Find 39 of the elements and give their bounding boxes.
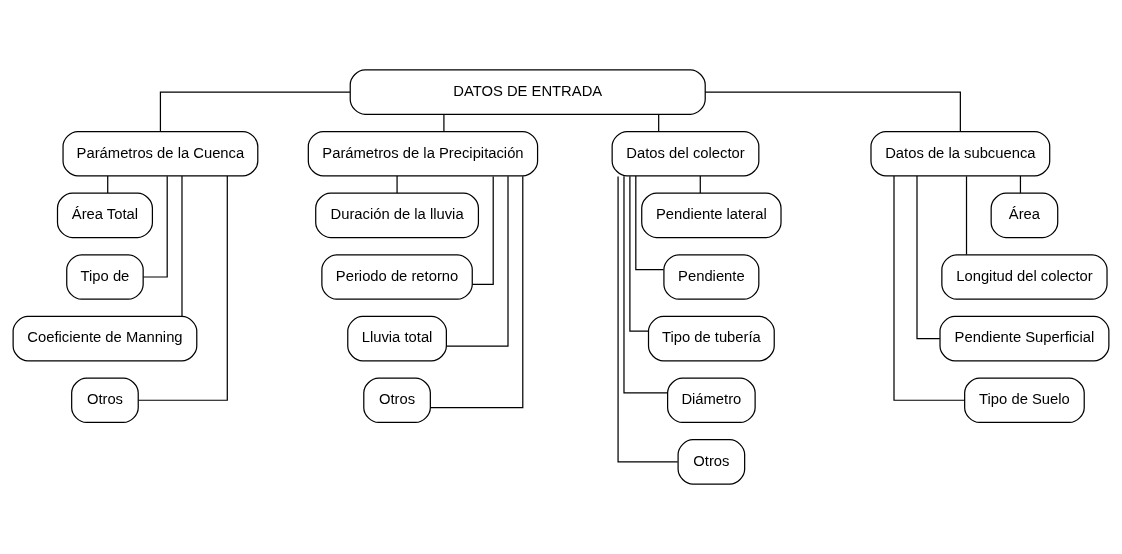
connector [965,175,968,256]
node-box: Duración de la lluvia [315,192,480,239]
node-box: Pendiente lateral [641,192,782,239]
node-box: Pendiente [663,254,760,300]
node-box: Pendiente Superficial [939,315,1110,362]
node-box: Parámetros de la Cuenca [62,130,259,177]
connector [471,175,494,285]
node-box: Tipo de tubería [647,315,775,362]
connector [142,175,168,278]
connector [137,175,228,401]
node-box: Parámetros de la Precipitación [307,130,539,177]
node-box: Periodo de retorno [321,254,473,300]
connector [443,113,445,132]
connector [704,91,961,133]
node-box: Otros [71,377,139,424]
node-box: Tipo de [66,254,144,300]
node-box: Datos del colector [611,130,760,177]
connector [635,175,665,271]
node-box: Coeficiente de Manning [12,315,198,362]
connector [396,175,398,194]
connector [446,175,509,347]
node-box: Lluvia total [347,315,447,362]
connector [181,175,183,317]
node-box: DATOS DE ENTRADA [349,69,706,115]
node-box: Longitud del colector [941,254,1108,300]
connector [916,175,941,340]
node-box: Área [990,192,1059,239]
node-box: Tipo de Suelo [964,377,1085,424]
connector [617,175,679,463]
connector [629,175,649,332]
node-box: Otros [363,377,431,424]
node-box: Datos de la subcuenca [870,130,1051,177]
connector [893,175,966,401]
connector [159,91,351,133]
node-box: Área Total [56,192,154,239]
connector [623,175,668,394]
connector [429,175,524,409]
node-box: Otros [677,439,746,485]
node-box: Diámetro [667,377,756,424]
